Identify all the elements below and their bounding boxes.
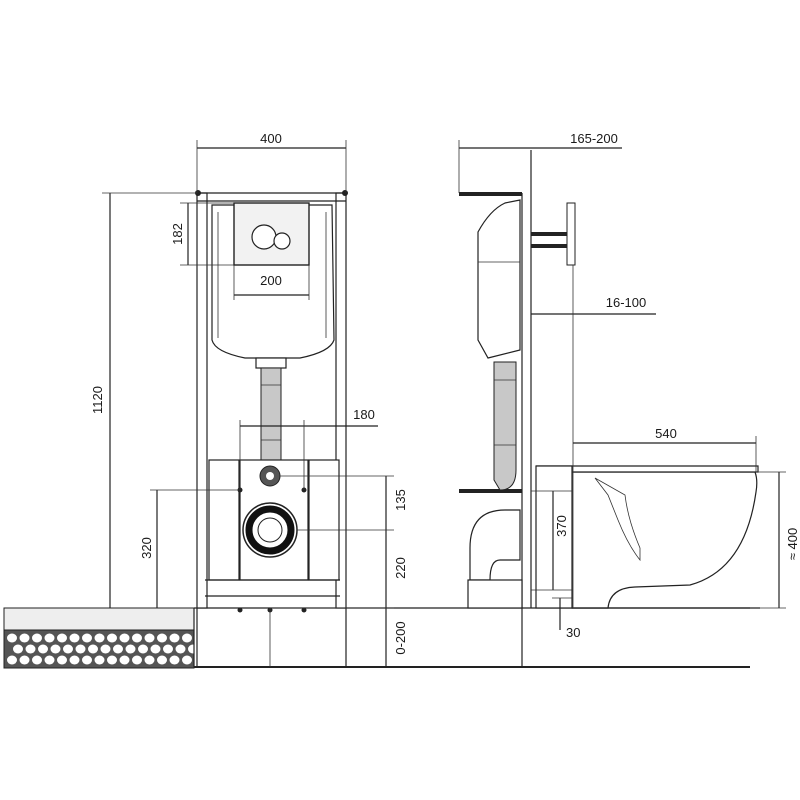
- floor-pattern-oval: [32, 655, 42, 665]
- floor-pattern-oval: [57, 633, 67, 643]
- flush-pipe: [260, 367, 282, 461]
- floor-pattern-oval: [150, 644, 161, 654]
- panel-width-label: 200: [260, 273, 282, 288]
- drain-floor-label: 220: [393, 557, 408, 579]
- floor-pattern-oval: [82, 633, 92, 643]
- toilet-bowl: [571, 471, 758, 609]
- flush-button-small: [273, 232, 291, 250]
- floor-pattern-oval: [13, 644, 23, 654]
- floor-pattern-oval: [144, 655, 155, 665]
- floor-pattern-oval: [82, 655, 92, 665]
- flush-pipe-side: [493, 361, 517, 491]
- floor-pattern-oval: [19, 633, 30, 643]
- floor-pattern-oval: [107, 633, 117, 643]
- floor-pattern-oval: [69, 655, 80, 665]
- floor-pattern-oval: [7, 633, 17, 643]
- floor-pattern: [7, 633, 198, 665]
- floor-pattern-oval: [138, 644, 148, 654]
- floor-pattern-oval: [132, 633, 142, 643]
- floor-pattern-oval: [144, 633, 155, 643]
- inlet-spacing-label: 180: [353, 407, 375, 422]
- bolt-height-label: 370: [554, 515, 569, 537]
- floor-pattern-oval: [107, 655, 117, 665]
- floor-pattern-oval: [44, 655, 55, 665]
- floor-pattern-oval: [163, 644, 173, 654]
- flush-plate-side: [566, 202, 576, 266]
- bowl-length-label: 540: [655, 426, 677, 441]
- floor-pattern-oval: [100, 644, 111, 654]
- depth-label: 165-200: [570, 131, 618, 146]
- drain-height-label: 320: [139, 537, 154, 559]
- floor-pattern-oval: [182, 655, 192, 665]
- floor-pattern-oval: [157, 633, 167, 643]
- floor-pattern-oval: [38, 644, 48, 654]
- flush-button-large: [251, 224, 277, 250]
- floor-pattern-oval: [32, 633, 42, 643]
- floor-pattern-oval: [182, 633, 192, 643]
- floor-pattern-oval: [119, 655, 130, 665]
- floor-pattern-oval: [50, 644, 61, 654]
- floor-pattern-oval: [19, 655, 30, 665]
- floor-pattern-oval: [57, 655, 67, 665]
- seat-height-label: ≈ 400: [785, 528, 800, 560]
- floor-pattern-oval: [113, 644, 123, 654]
- width-label: 400: [260, 131, 282, 146]
- floor: [3, 607, 750, 669]
- wall-label: 16-100: [606, 295, 646, 310]
- floor-pattern-oval: [169, 655, 180, 665]
- floor-pattern-oval: [75, 644, 86, 654]
- floor-pattern-oval: [94, 655, 105, 665]
- floor-pattern-oval: [132, 655, 142, 665]
- floor-pattern-oval: [169, 633, 180, 643]
- total-height-label: 1120: [90, 386, 105, 414]
- front-view: 400 1120 182 200 180 320 135 220 0-200: [90, 131, 408, 667]
- floor-pattern-oval: [7, 655, 17, 665]
- frame-foot: [467, 579, 523, 609]
- top-anchor-rod: [459, 192, 522, 196]
- side-view: 165-200 16-100 540 370 ≈ 400 30: [458, 131, 800, 667]
- floor-pattern-oval: [94, 633, 105, 643]
- floor-pattern-oval: [157, 655, 167, 665]
- panel-height-label: 182: [170, 223, 185, 245]
- floor-pattern-oval: [69, 633, 80, 643]
- floor-pattern-oval: [88, 644, 98, 654]
- floor-pattern-oval: [25, 644, 36, 654]
- flush-pipe-connector: [255, 357, 287, 369]
- floor-pattern-oval: [119, 633, 130, 643]
- bottom-anchor-rod: [459, 489, 522, 493]
- floor-pattern-oval: [44, 633, 55, 643]
- floor-pattern-oval: [63, 644, 73, 654]
- floor-pattern-oval: [188, 644, 198, 654]
- frame-left-post: [196, 192, 208, 609]
- floor-pattern-oval: [125, 644, 136, 654]
- drain-gap-label: 135: [393, 489, 408, 511]
- floor-gap-label: 30: [566, 625, 580, 640]
- floor-top-layer: [3, 607, 195, 631]
- cistern-side: [477, 199, 521, 359]
- drain-elbow: [469, 509, 521, 581]
- adjust-label: 0-200: [393, 621, 408, 654]
- floor-pattern-oval: [175, 644, 186, 654]
